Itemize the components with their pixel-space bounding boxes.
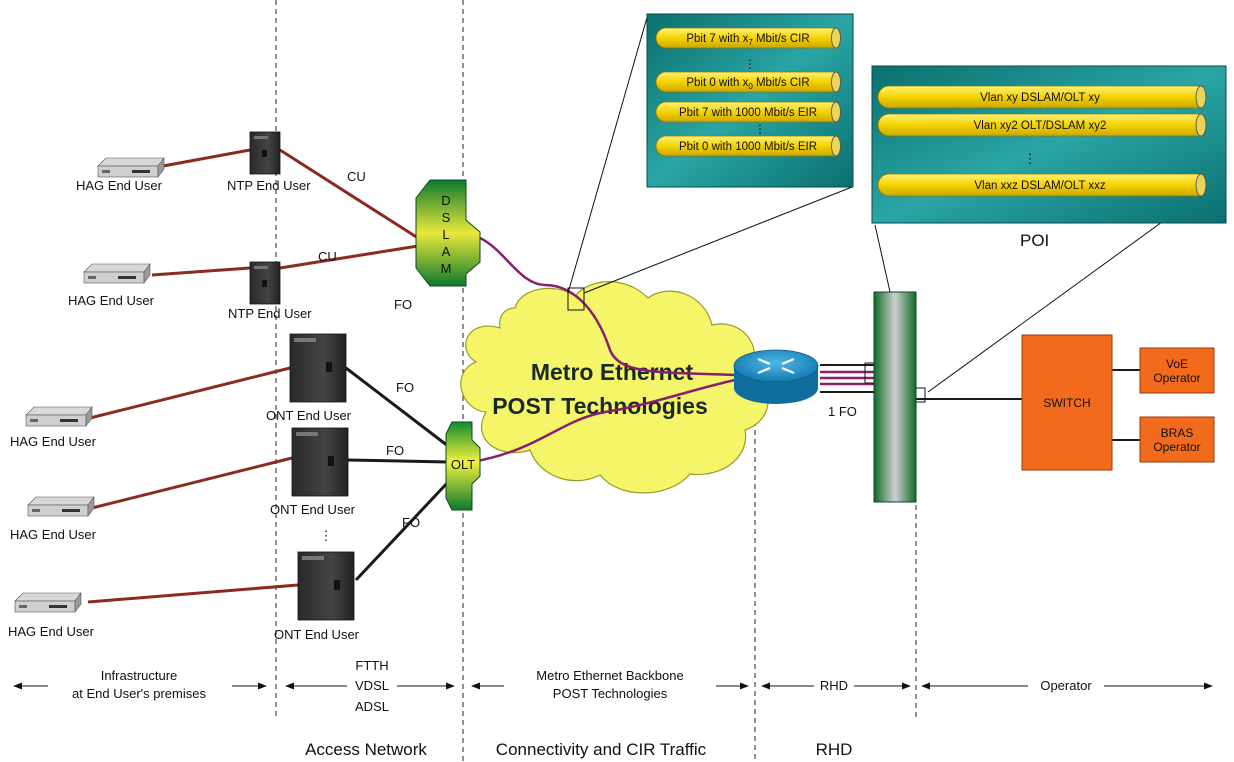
poi-pipe-label-3: Vlan xxz DSLAM/OLT xxz [974,180,1105,192]
switch-label: SWITCH [1043,396,1090,410]
cir-panel: Pbit 7 with x7 Mbit/s CIR Pbit 0 with x0 … [646,13,854,188]
switch: SWITCH [1021,334,1113,471]
poi-pipe-1 [877,85,1207,109]
ntp-device-2 [249,261,281,305]
ont-continuation-dots: ⋮ [320,528,333,543]
bottom-label-rhd: RHD [816,740,853,759]
ont-label-2: ONT End User [270,502,356,517]
metro-label-2: POST Technologies [553,686,668,701]
one-fo-label: 1 FO [828,404,857,419]
ont-device-1 [289,333,347,403]
cir-pipe-1 [655,27,841,49]
cir-dots-1: ⋮ [744,57,756,71]
hag-device-2 [83,263,151,284]
bras-label-2: Operator [1153,440,1200,454]
ntp-device-1 [249,131,281,175]
bottom-label-connectivity: Connectivity and CIR Traffic [496,740,707,759]
router [733,349,819,404]
callout-lines [567,13,1163,403]
access-label-adsl: ADSL [355,699,389,714]
infra-label-1: Infrastructure [101,668,178,683]
hag-label-1: HAG End User [76,178,163,193]
poi-label: POI [1020,231,1049,250]
hag-label-4: HAG End User [10,527,97,542]
vlan-paths [471,236,876,464]
olt-label: OLT [451,457,475,472]
ont-device-2 [291,427,349,497]
hag-devices [14,157,165,613]
cir-pipe-label-1: Pbit 7 with x7 Mbit/s CIR [686,33,809,47]
bras-operator: BRAS Operator [1139,416,1215,463]
dslam: D S L A M [415,179,481,287]
hag-device-5 [14,592,82,613]
cir-dots-2: ⋮ [754,122,766,136]
access-label-vdsl: VDSL [355,678,389,693]
infra-label-2: at End User's premises [72,686,206,701]
metro-ethernet-cloud: Metro Ethernet POST Technologies [460,281,769,494]
poi-pipe-label-1: Vlan xy DSLAM/OLT xy [980,92,1100,104]
hag-label-5: HAG End User [8,624,95,639]
hag-device-3 [25,406,93,427]
hag-label-3: HAG End User [10,434,97,449]
cir-pipe-3 [655,101,841,123]
cu-label-2: CU [318,249,337,264]
poi-dots: ⋮ [1024,151,1037,166]
dslam-letter-d: D [441,193,450,208]
ont-label-3: ONT End User [274,627,360,642]
cloud-title-line2: POST Technologies [492,393,708,419]
ont-device-3 [297,551,355,621]
bottom-label-access: Access Network [305,740,427,759]
hag-device-4 [27,496,95,517]
voe-operator: VoE Operator [1139,347,1215,394]
ntp-label-2: NTP End User [228,306,312,321]
fiber-links [345,366,452,582]
copper-links [87,148,419,604]
cir-pipe-label-3: Pbit 7 with 1000 Mbit/s EIR [679,107,817,119]
access-label-ftth: FTTH [355,658,388,673]
olt: OLT [445,421,481,511]
fo-label-1: FO [396,380,414,395]
cir-pipe-label-2: Pbit 0 with x0 Mbit/s CIR [686,77,809,91]
dslam-letter-a: A [442,244,451,259]
poi-pipe-3 [877,173,1207,197]
operator-zone-label: Operator [1040,678,1092,693]
hag-device-1 [97,157,165,178]
metro-label-1: Metro Ethernet Backbone [536,668,683,683]
poi-panel: Vlan xy DSLAM/OLT xy Vlan xy2 OLT/DSLAM x… [871,65,1227,224]
cu-label-1: CU [347,169,366,184]
ntp-label-1: NTP End User [227,178,311,193]
fo-label-3: FO [402,515,420,530]
ont-label-1: ONT End User [266,408,352,423]
cir-pipe-label-4: Pbit 0 with 1000 Mbit/s EIR [679,141,817,153]
dslam-letter-l: L [442,227,449,242]
voe-label-2: Operator [1153,371,1200,385]
poi-pipe-label-2: Vlan xy2 OLT/DSLAM xy2 [974,120,1107,132]
poi-pipe-2 [877,113,1207,137]
fo-label-2: FO [386,443,404,458]
cir-pipe-4 [655,135,841,157]
dslam-letter-m: M [441,261,452,276]
hag-label-2: HAG End User [68,293,155,308]
hag-labels: HAG End User HAG End User HAG End User H… [8,178,163,639]
fo-label-dslam: FO [394,297,412,312]
dslam-letter-s: S [442,210,451,225]
rhd-zone-label: RHD [820,678,848,693]
bras-label-1: BRAS [1161,426,1194,440]
rhd-box [873,291,917,503]
voe-label-1: VoE [1166,357,1188,371]
cir-pipe-2 [655,71,841,93]
